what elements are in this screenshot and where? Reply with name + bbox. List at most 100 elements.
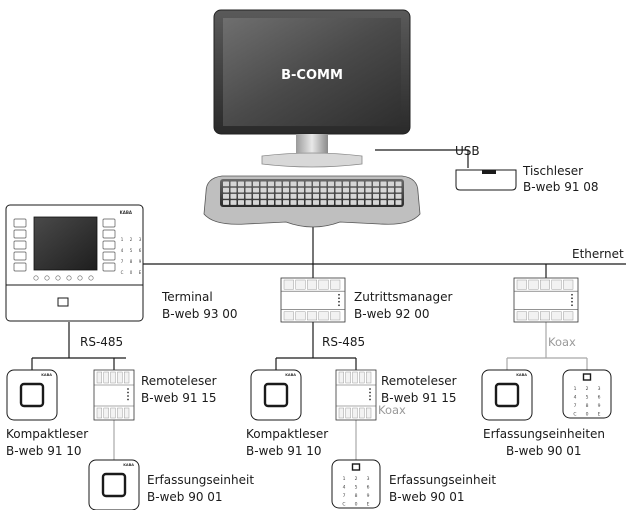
keyboard-key — [245, 200, 252, 205]
terminal-soft-key — [102, 218, 116, 228]
keyboard-key — [230, 181, 237, 187]
right-manager-device — [513, 277, 579, 323]
zutrittsmanager-model: B-web 92 00 — [354, 307, 430, 321]
rs485-mid-label: RS-485 — [322, 335, 365, 349]
keyboard-key — [395, 200, 402, 205]
keyboard-key — [275, 193, 282, 199]
keyboard-key — [260, 181, 267, 187]
keyboard-key — [238, 193, 244, 199]
keypad-reader-key: 6 — [367, 485, 370, 491]
keyboard-key — [290, 181, 297, 187]
terminal-soft-key — [13, 218, 27, 228]
keypad-reader-key: 2 — [355, 476, 358, 482]
kompaktleser-mid-name: Kompaktleser — [246, 427, 328, 441]
reader-symbol — [101, 472, 127, 498]
terminal-name: Terminal — [161, 290, 213, 304]
monitor-screen — [223, 18, 401, 126]
terminal-model: B-web 93 00 — [162, 307, 238, 321]
terminal-function-keys — [33, 275, 94, 281]
terminal-brand-logo: KABA — [120, 210, 133, 215]
keyboard-key — [395, 187, 402, 193]
keypad-reader-key: 6 — [598, 395, 601, 401]
controller-terminal-block — [123, 407, 130, 419]
reader-brand-logo: KABA — [285, 373, 296, 377]
controller-terminal-block — [516, 311, 527, 321]
monitor-foot — [261, 152, 363, 168]
keyboard-key — [365, 181, 372, 187]
keypad-reader-key: 8 — [586, 403, 589, 409]
keyboard-key — [305, 200, 312, 205]
controller-terminal-block — [563, 311, 574, 321]
controller-led — [369, 395, 371, 397]
keyboard-key — [298, 200, 304, 205]
remoteleser-left-device — [93, 369, 135, 421]
keypad-reader-key: 4 — [574, 395, 577, 401]
monitor-neck — [296, 134, 328, 154]
keyboard-key — [275, 181, 282, 187]
keyboard-key — [395, 193, 402, 199]
keyboard-key — [380, 187, 387, 193]
keyboard-key — [313, 200, 319, 205]
keypad-reader-key: 0 — [586, 412, 589, 418]
controller-led — [127, 388, 129, 390]
keyboard-key — [245, 181, 252, 187]
keyboard-key — [298, 187, 304, 193]
keyboard-key — [298, 181, 304, 187]
keyboard-key — [373, 181, 379, 187]
keyboard-key — [388, 193, 394, 199]
zutrittsmanager-device — [280, 277, 346, 323]
controller-terminal-block — [96, 407, 103, 419]
keyboard-key — [268, 187, 274, 193]
terminal-left-buttons — [13, 218, 27, 272]
keyboard-key — [328, 181, 334, 187]
controller-terminal-block — [103, 371, 109, 384]
monitor: B-COMM — [213, 9, 411, 168]
terminal-function-key — [88, 275, 94, 281]
keyboard-key — [238, 181, 244, 187]
keyboard-key — [283, 200, 289, 205]
keyboard-key — [350, 193, 357, 199]
controller-terminal-block — [318, 279, 329, 290]
keypad-reader-key: 9 — [598, 403, 601, 409]
keyboard-key — [350, 200, 357, 205]
terminal-soft-key — [102, 262, 116, 272]
terminal-function-key — [44, 275, 50, 281]
keypad-reader-symbol — [351, 463, 361, 471]
keyboard-key — [268, 181, 274, 187]
tischleser-slot — [482, 170, 496, 174]
keyboard-key — [245, 187, 252, 193]
controller-led — [369, 391, 371, 394]
keypad-reader-key: C — [342, 502, 345, 508]
keyboard-key — [335, 181, 342, 187]
keypad-reader-housing — [331, 459, 381, 509]
controller-terminal-block — [117, 407, 123, 419]
keyboard-key — [373, 200, 379, 205]
controller-terminal-block — [110, 407, 116, 419]
keyboard-key — [373, 193, 379, 199]
erfassungseinheit-left-device: KABA — [88, 459, 140, 511]
controller-led — [338, 300, 340, 303]
remoteleser-left-model: B-web 91 15 — [141, 391, 217, 405]
terminal-keypad-key: C — [121, 270, 124, 275]
keyboard-key — [350, 181, 357, 187]
keyboard-key — [380, 193, 387, 199]
terminal-soft-key — [102, 240, 116, 250]
remoteleser-mid-device — [335, 369, 377, 421]
terminal-lcd — [33, 216, 98, 271]
remoteleser-mid-model: B-web 91 15 — [381, 391, 457, 405]
controller-terminal-block — [330, 311, 341, 321]
keypad-reader-key: 1 — [343, 476, 346, 482]
keyboard-key — [223, 187, 229, 193]
koax-right-label: Koax — [548, 335, 576, 349]
terminal-soft-key — [102, 229, 116, 239]
kompaktleser-right-device: KABA — [481, 369, 533, 421]
controller-terminal-block — [295, 311, 306, 321]
terminal-soft-key — [102, 251, 116, 261]
kompaktleser-left-model: B-web 91 10 — [6, 444, 82, 458]
keyboard-key — [328, 193, 334, 199]
keypad-reader-key: 8 — [355, 493, 358, 499]
keyboard-key — [350, 187, 357, 193]
keyboard-key — [313, 181, 319, 187]
usb-label: USB — [455, 144, 480, 158]
